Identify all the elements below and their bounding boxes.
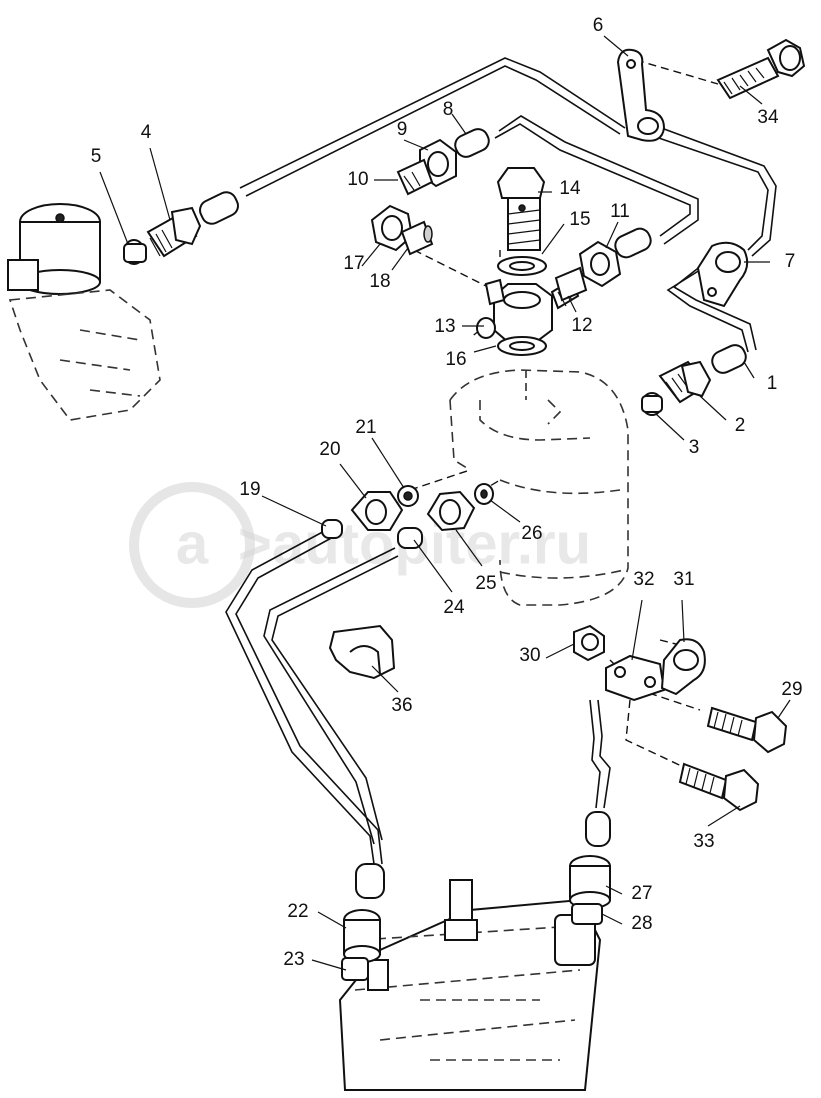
callout-31: 31 — [673, 569, 694, 590]
callout-20: 20 — [319, 439, 340, 460]
fuel-pipes — [225, 57, 777, 865]
callout-34: 34 — [757, 107, 779, 128]
callout-30: 30 — [519, 645, 540, 666]
part-6-bracket — [616, 48, 666, 142]
part-32-plate — [605, 654, 666, 702]
part-33-bolt — [678, 762, 760, 812]
part-23-washer — [341, 957, 369, 981]
callout-27: 27 — [631, 883, 652, 904]
callout-28: 28 — [631, 913, 652, 934]
part-18-sleeve — [400, 220, 434, 256]
callout-15: 15 — [569, 209, 590, 230]
callout-18: 18 — [369, 271, 390, 292]
part-26-washer — [474, 483, 494, 505]
part-14-banjo-bolt — [496, 167, 546, 251]
callout-3: 3 — [689, 437, 700, 458]
callout-1: 1 — [767, 373, 778, 394]
part-25-union — [426, 490, 476, 532]
pipe-sleeves — [199, 128, 747, 899]
callout-labels: 1 2 3 4 5 6 7 8 9 10 11 12 13 14 15 16 1… — [91, 15, 803, 970]
callout-32: 32 — [633, 569, 654, 590]
callout-17: 17 — [343, 253, 364, 274]
callout-8: 8 — [443, 99, 454, 120]
part-3-nipple — [641, 392, 663, 416]
part-21-washer — [397, 485, 419, 507]
leader-lines — [99, 35, 791, 971]
callout-10: 10 — [347, 169, 368, 190]
part-2-union — [658, 360, 712, 404]
part-15-washer — [497, 256, 547, 276]
callout-7: 7 — [785, 251, 796, 272]
filter-housing — [449, 369, 629, 606]
part-16-washer — [497, 336, 547, 356]
svg-text:>: > — [238, 511, 272, 576]
callout-21: 21 — [355, 417, 376, 438]
part-11-nut — [578, 240, 622, 288]
callout-13: 13 — [434, 316, 455, 337]
part-22-union — [343, 909, 381, 963]
callout-4: 4 — [141, 122, 152, 143]
callout-24: 24 — [443, 597, 465, 618]
part-12-union — [554, 266, 588, 302]
callout-6: 6 — [593, 15, 604, 36]
callout-26: 26 — [521, 523, 542, 544]
svg-text:a: a — [176, 511, 209, 576]
part-7-clip — [696, 241, 749, 308]
part-30-nut — [573, 624, 605, 662]
part-20-union — [350, 491, 404, 531]
callout-11: 11 — [610, 201, 630, 222]
watermark: a > autopiter.ru — [129, 482, 591, 608]
part-5-nipple — [123, 239, 147, 265]
callout-2: 2 — [735, 415, 746, 436]
part-29-bolt — [706, 706, 788, 754]
callout-29: 29 — [781, 679, 802, 700]
callout-22: 22 — [287, 901, 308, 922]
part-10-fitting — [396, 158, 434, 196]
callout-36: 36 — [391, 695, 412, 716]
feed-pump — [7, 203, 161, 421]
part-31-clip — [660, 638, 706, 696]
callout-25: 25 — [475, 573, 496, 594]
part-13-plug — [476, 317, 496, 339]
callout-19: 19 — [239, 479, 260, 500]
injection-pump — [338, 879, 602, 1091]
part-27-union — [569, 855, 611, 909]
part-28-washer — [571, 903, 603, 925]
callout-23: 23 — [283, 949, 304, 970]
callout-33: 33 — [693, 831, 714, 852]
callout-9: 9 — [397, 119, 408, 140]
part-34-bolt — [716, 38, 806, 100]
callout-12: 12 — [571, 315, 592, 336]
part-17-nut — [370, 204, 414, 252]
callout-14: 14 — [559, 178, 581, 199]
part-36-clamp — [328, 624, 396, 680]
callout-16: 16 — [445, 349, 466, 370]
callout-5: 5 — [91, 146, 102, 167]
part-4-union — [146, 206, 202, 258]
